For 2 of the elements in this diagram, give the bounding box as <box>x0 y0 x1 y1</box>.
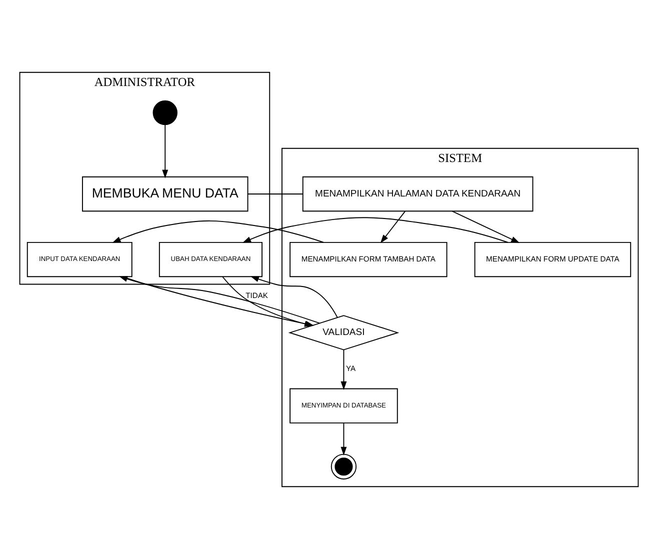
edge-label: YA <box>346 364 356 373</box>
edge-label: TIDAK <box>246 290 268 300</box>
